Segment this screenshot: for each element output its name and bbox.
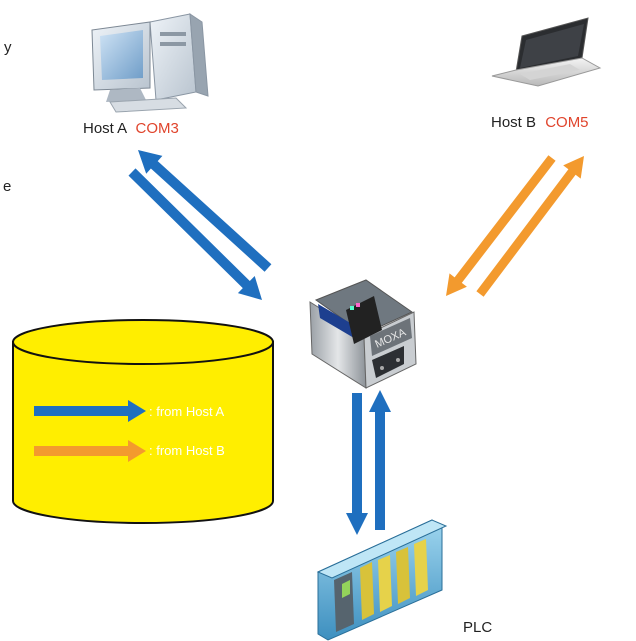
- host-a-name: Host A: [83, 120, 127, 137]
- host-b-name: Host B: [491, 114, 536, 131]
- arrow-device-to-host-a: [138, 150, 272, 272]
- plc-rack-icon: [316, 519, 448, 641]
- legend-arrow-host-b: [34, 440, 146, 462]
- host-b-port: COM5: [545, 114, 588, 131]
- plc-arrow-pair: [346, 390, 391, 535]
- edge-text-2: e: [3, 178, 11, 195]
- edge-text-1: y: [4, 39, 12, 56]
- database-cylinder: [12, 319, 274, 524]
- arrow-device-to-host-b: [476, 156, 584, 297]
- legend-label-host-a: : from Host A: [149, 404, 224, 419]
- svg-text:Host B COM5: Host B COM5: [491, 114, 589, 131]
- serial-device-server-icon: MOXA: [309, 279, 417, 389]
- legend-arrow-shape-host-a: [34, 400, 146, 422]
- host-a-port: COM3: [136, 120, 179, 137]
- arrow-host-a-to-device: [128, 168, 262, 300]
- legend-arrow-shape-host-b: [34, 440, 146, 462]
- plc-label: PLC: [463, 619, 492, 636]
- legend-arrow-host-a: [34, 400, 146, 422]
- desktop-computer-icon: [91, 13, 209, 113]
- host-b-arrow-pair: [446, 155, 584, 297]
- legend: : from Host A : from Host B: [34, 400, 225, 462]
- legend-label-host-b: : from Host B: [149, 443, 225, 458]
- host-a-arrow-pair: [128, 150, 272, 300]
- arrow-host-b-to-device: [446, 155, 556, 296]
- svg-text:Host A COM3: Host A COM3: [83, 120, 179, 137]
- arrow-device-to-plc: [346, 393, 368, 535]
- arrow-plc-to-device: [369, 390, 391, 530]
- laptop-icon: [491, 17, 602, 87]
